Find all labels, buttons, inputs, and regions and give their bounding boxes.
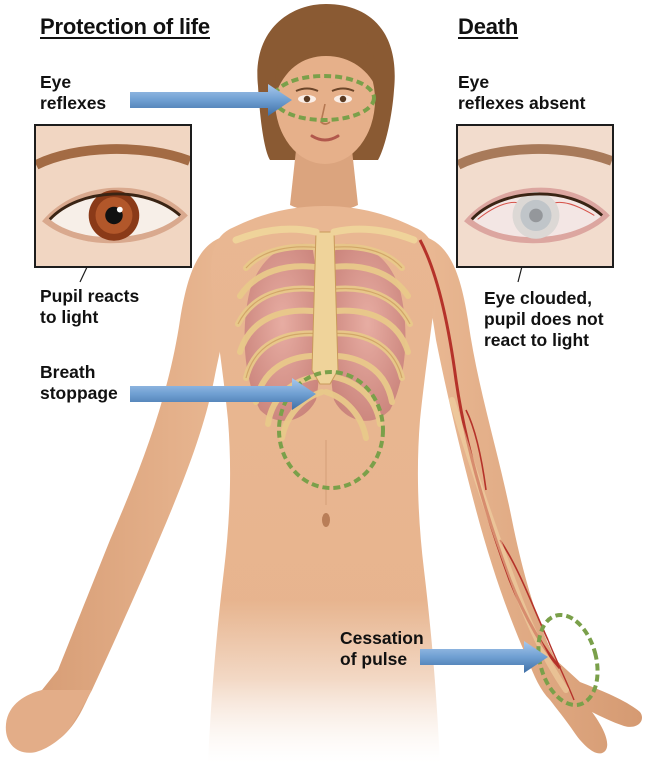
clouded-eye-icon	[458, 126, 612, 266]
label-eye-clouded: Eye clouded, pupil does not react to lig…	[484, 288, 604, 351]
clouded-eye-inset	[456, 124, 614, 268]
label-breath-stoppage: Breath stoppage	[40, 362, 118, 404]
sternum	[312, 232, 338, 384]
left-hand	[6, 690, 92, 753]
heading-protection-of-life: Protection of life	[40, 14, 210, 40]
label-pupil-reacts: Pupil reacts to light	[40, 286, 139, 328]
healthy-eye-inset	[34, 124, 192, 268]
label-cessation-of-pulse: Cessation of pulse	[340, 628, 424, 670]
label-eye-reflexes: Eye reflexes	[40, 72, 106, 114]
heading-death: Death	[458, 14, 518, 40]
healthy-eye-icon	[36, 126, 190, 266]
label-eye-reflexes-absent: Eye reflexes absent	[458, 72, 585, 114]
